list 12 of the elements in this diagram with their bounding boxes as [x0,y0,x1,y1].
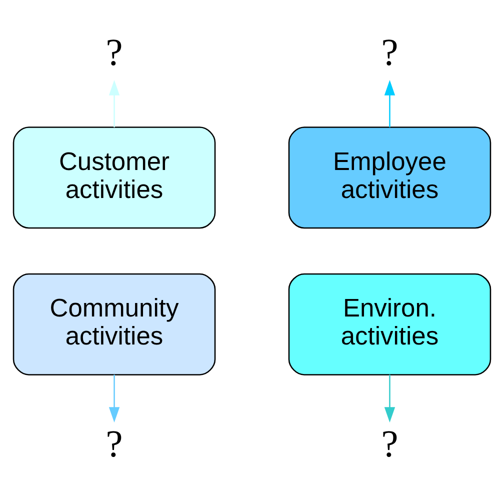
node-box: Employee activities [288,126,492,228]
node-text: ? [106,31,123,74]
node-box: Environ. activities [288,272,492,375]
node-text: ? [106,422,123,465]
arrow [384,80,396,127]
node-box: Community activities [12,272,216,375]
arrow [108,80,120,127]
arrow [384,374,396,422]
node-text: ? [381,31,398,74]
node-box: Customer activities [12,126,216,228]
node-text: ? [381,422,398,465]
arrow [108,374,120,422]
